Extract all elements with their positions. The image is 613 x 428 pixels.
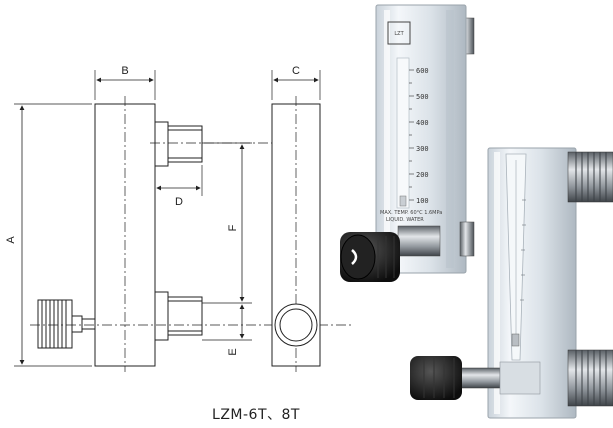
brand-logo-text: LZT	[394, 31, 404, 37]
threaded-fitting-top	[567, 151, 613, 203]
scale-mark-200: 200	[416, 171, 429, 179]
dimension-e-label: E	[227, 348, 239, 355]
technical-drawing	[14, 70, 352, 372]
brand-logo	[387, 21, 411, 45]
upper-fitting	[150, 121, 290, 167]
unit-line-1: MAX. TEMP. 60°C 1.6MPa	[380, 210, 442, 216]
float-1	[399, 195, 407, 207]
valve-knob-drawing	[37, 299, 96, 349]
measuring-tube-1	[396, 57, 410, 209]
dimension-a-label: A	[5, 236, 17, 244]
lower-fitting	[154, 291, 203, 341]
model-caption: LZM-6T、8T	[212, 407, 300, 423]
dimension-c-label: C	[292, 65, 300, 77]
flowmeter-photo-1: LZT 600 500 400 300 200 100 MAX. TEMP. 6…	[340, 4, 475, 282]
unit-line-2: LIQUID. WATER	[386, 217, 424, 223]
scale-mark-100: 100	[416, 197, 429, 205]
dimension-b-label: B	[121, 65, 128, 77]
side-view-port	[274, 303, 318, 347]
threaded-fitting-bottom	[567, 349, 613, 407]
dimension-d-label: D	[175, 196, 183, 208]
scale-mark-600: 600	[416, 67, 429, 75]
scale-mark-400: 400	[416, 119, 429, 127]
scale-mark-500: 500	[416, 93, 429, 101]
flowmeter-photo-2	[410, 147, 613, 419]
flow-scale	[409, 69, 414, 201]
float-2	[511, 333, 520, 347]
valve-knob-photo-2	[410, 356, 462, 400]
scale-mark-300: 300	[416, 145, 429, 153]
valve-knob-photo-1	[340, 232, 400, 282]
dimension-f-label: F	[227, 224, 239, 231]
